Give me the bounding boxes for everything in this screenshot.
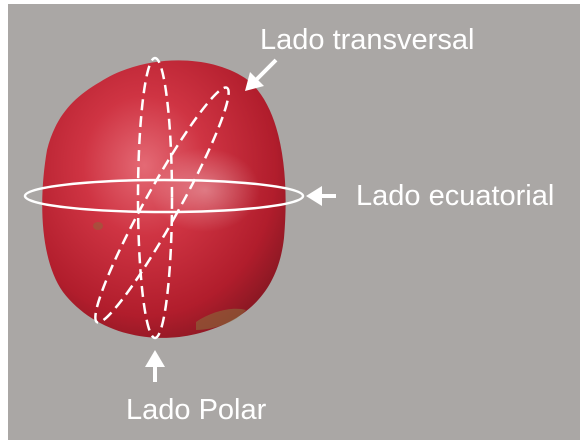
label-lado-polar: Lado Polar <box>126 396 266 425</box>
fruit-highlight <box>150 148 260 232</box>
fruit-spot <box>93 222 103 230</box>
label-lado-transversal: Lado transversal <box>260 26 474 55</box>
arrow-icon <box>145 350 165 382</box>
arrow-icon <box>245 60 276 91</box>
label-lado-ecuatorial: Lado ecuatorial <box>356 182 554 211</box>
arrow-icon <box>306 186 336 206</box>
